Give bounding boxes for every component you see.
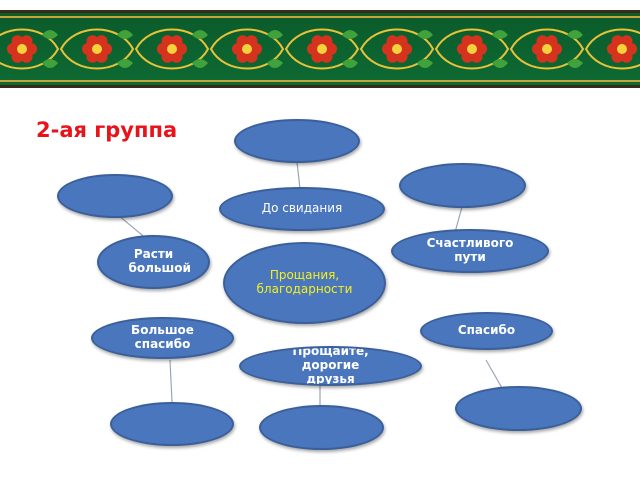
- floral-ornament-icon: [0, 16, 640, 82]
- node-proshchaite-label: Прощайте, дорогие друзья: [292, 346, 369, 386]
- node-spasibo: Спасибо: [420, 312, 553, 350]
- node-rasti: Расти большой: [97, 235, 210, 289]
- empty-node-top: [234, 119, 360, 163]
- empty-node-bottom-center: [259, 405, 384, 450]
- node-schastlivogo: Счастливого пути: [391, 229, 549, 273]
- empty-node-bottom-left: [110, 402, 234, 446]
- node-rasti-label: Расти большой: [128, 247, 191, 275]
- node-schastlivogo-label: Счастливого пути: [426, 236, 514, 264]
- node-do-svidaniya-label: До свидания: [261, 201, 343, 216]
- node-center-label: Прощания, благодарности: [256, 268, 353, 296]
- node-bolshoe-spasibo-label: Большое спасибо: [131, 323, 194, 351]
- node-do-svidaniya: До свидания: [219, 187, 385, 231]
- node-bolshoe-spasibo: Большое спасибо: [91, 317, 234, 359]
- node-proshchaite: Прощайте, дорогие друзья: [239, 346, 422, 386]
- ornamental-banner: [0, 10, 640, 88]
- node-spasibo-label: Спасибо: [457, 323, 516, 338]
- empty-node-right: [399, 163, 526, 208]
- empty-node-left: [57, 174, 173, 218]
- node-center: Прощания, благодарности: [223, 242, 386, 324]
- empty-node-bottom-right: [455, 386, 582, 431]
- slide-title: 2-ая группа: [36, 118, 178, 142]
